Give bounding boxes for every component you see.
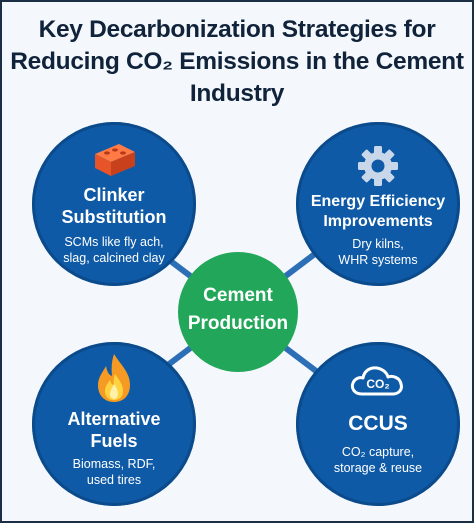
node-description: Dry kilns, WHR systems: [338, 237, 418, 267]
node-ccus: CO₂ CCUS CO₂ capture, storage & reuse: [296, 342, 460, 506]
node-title: Alternative Fuels: [67, 409, 161, 451]
node-alternative-fuels: Alternative Fuels Biomass, RDF, used tir…: [32, 342, 196, 506]
page-title: Key Decarbonization Strategies for Reduc…: [2, 14, 472, 110]
co2-icon-label: CO₂: [366, 377, 390, 391]
node-title: Clinker Substitution: [61, 185, 167, 227]
node-description: Biomass, RDF, used tires: [72, 457, 156, 487]
node-title: CCUS: [348, 412, 408, 435]
gear-icon: [296, 144, 460, 188]
co2-cloud-icon: CO₂: [296, 360, 460, 400]
title-line-2: Reducing CO₂ Emissions in the Cement: [10, 48, 464, 75]
brick-icon: [32, 140, 196, 180]
node-description: SCMs like fly ach, slag, calcined clay: [63, 235, 165, 265]
node-description: CO₂ capture, storage & reuse: [333, 445, 423, 475]
title-line-3: Industry: [189, 80, 285, 107]
flame-icon: [32, 352, 196, 404]
title-line-1: Key Decarbonization Strategies for: [38, 16, 436, 43]
node-title: Energy Efficiency Improvements: [310, 193, 446, 230]
center-title: Cement Production: [187, 285, 289, 334]
node-clinker-substitution: Clinker Substitution SCMs like fly ach, …: [32, 122, 196, 286]
node-energy-efficiency: Energy Efficiency Improvements Dry kilns…: [296, 122, 460, 286]
node-cement-production: Cement Production: [178, 252, 298, 372]
